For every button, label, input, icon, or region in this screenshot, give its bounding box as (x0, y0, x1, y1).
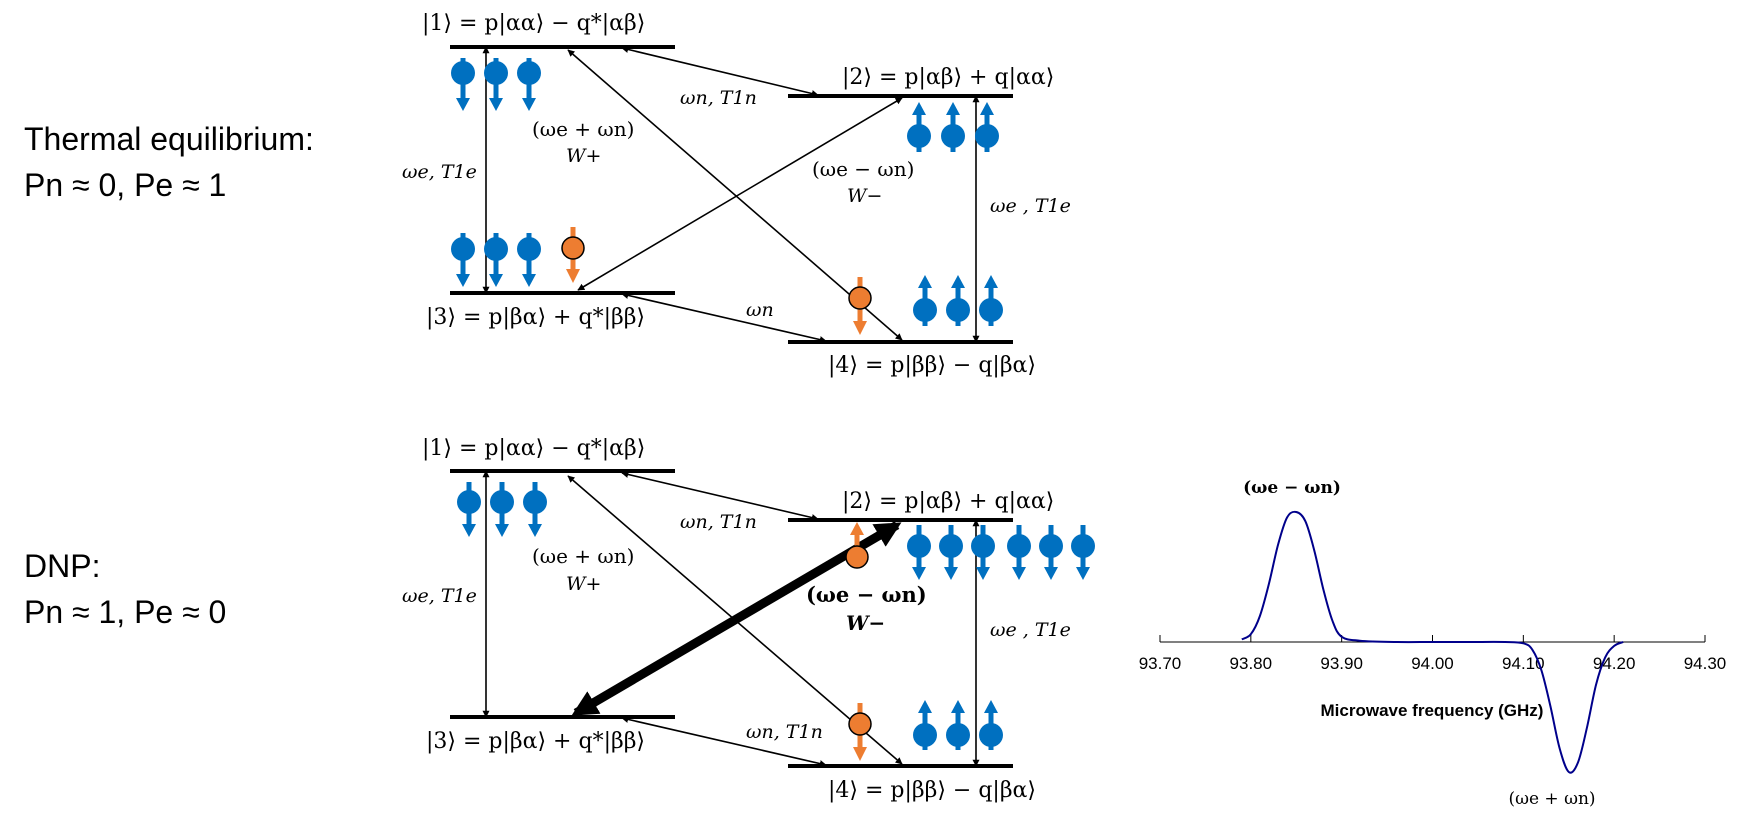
label-we-t1e-left: ωe, T1e (402, 161, 477, 183)
x-tick-label-0: 93.70 (1139, 654, 1182, 673)
panel-thermal-equilibrium: Thermal equilibrium: Pn ≈ 0, Pe ≈ 1 |1⟩ … (24, 11, 1071, 378)
panel-dnp: DNP: Pn ≈ 1, Pe ≈ 0 |1⟩ = p|αα⟩ − q*|αβ⟩… (24, 436, 1095, 803)
label-wn: ωn (746, 299, 774, 321)
label-difference-frequency: (ωe − ωn) (806, 582, 927, 607)
spins-level-1 (457, 482, 547, 537)
electron-spin-down-icon (1007, 525, 1031, 580)
label-wn-t1n-top: ωn, T1n (680, 511, 757, 533)
spins-level-2 (845, 522, 1095, 580)
x-tick-label-2: 93.90 (1320, 654, 1363, 673)
electron-spin-down-icon (451, 58, 475, 111)
electron-spin-up-icon (907, 102, 931, 152)
heading-dnp: DNP: (24, 548, 100, 584)
nuclear-spin-up-icon (845, 522, 869, 569)
spins-level-4 (848, 275, 1003, 335)
state-3-label: |3⟩ = p|βα⟩ + q*|ββ⟩ (426, 729, 645, 754)
state-2-label: |2⟩ = p|αβ⟩ + q|αα⟩ (842, 65, 1054, 90)
state-2-label: |2⟩ = p|αβ⟩ + q|αα⟩ (842, 489, 1054, 514)
electron-spin-down-icon (457, 482, 481, 537)
heading-dnp-polarization: Pn ≈ 1, Pe ≈ 0 (24, 594, 226, 630)
electron-spin-up-icon (913, 700, 937, 750)
state-1-label: |1⟩ = p|αα⟩ − q*|αβ⟩ (422, 436, 645, 461)
transition-3-4 (621, 292, 827, 343)
x-tick-label-1: 93.80 (1230, 654, 1273, 673)
label-w-minus: W− (846, 611, 885, 635)
electron-spin-up-icon (975, 102, 999, 152)
x-axis-label: Microwave frequency (GHz) (1321, 701, 1544, 720)
x-tick-label-6: 94.30 (1684, 654, 1727, 673)
spins-level-4 (848, 700, 1003, 761)
label-we-t1e-right: ωe , T1e (990, 619, 1071, 641)
electron-spin-down-icon (451, 233, 475, 287)
annotation-sum-peak: (ωe + ωn) (1508, 789, 1595, 809)
electron-spin-down-icon (1039, 525, 1063, 580)
x-tick-label-4: 94.10 (1502, 654, 1545, 673)
electron-spin-up-icon (979, 700, 1003, 750)
nuclear-spin-down-icon (848, 277, 872, 335)
label-we-t1e-right: ωe , T1e (990, 195, 1071, 217)
electron-spin-down-icon (490, 482, 514, 537)
electron-spin-down-icon (523, 482, 547, 537)
label-wn-t1n-bottom: ωn, T1n (746, 721, 823, 743)
annotation-difference-peak: (ωe − ωn) (1243, 478, 1341, 498)
electron-spin-down-icon (484, 233, 508, 287)
transition-3-2 (577, 97, 903, 291)
x-tick-label-3: 94.00 (1411, 654, 1454, 673)
driven-transition-3-2 (571, 521, 902, 717)
electron-spin-down-icon (907, 525, 931, 580)
state-4-label: |4⟩ = p|ββ⟩ − q|βα⟩ (828, 778, 1036, 803)
nuclear-spin-down-icon (561, 227, 585, 283)
state-4-label: |4⟩ = p|ββ⟩ − q|βα⟩ (828, 353, 1036, 378)
label-wn-t1n: ωn, T1n (680, 87, 757, 109)
label-difference-frequency: (ωe − ωn) (812, 157, 914, 181)
electron-spin-up-icon (946, 275, 970, 326)
state-1-label: |1⟩ = p|αα⟩ − q*|αβ⟩ (422, 11, 645, 36)
electron-spin-up-icon (913, 275, 937, 326)
electron-spin-down-icon (517, 233, 541, 287)
spectrum-curve (1241, 510, 1624, 774)
heading-thermal-polarization: Pn ≈ 0, Pe ≈ 1 (24, 167, 226, 203)
electron-spin-down-icon (939, 525, 963, 580)
label-w-plus: W+ (566, 573, 601, 595)
electron-spin-down-icon (971, 525, 995, 580)
electron-spin-down-icon (1071, 525, 1095, 580)
electron-spin-up-icon (979, 275, 1003, 326)
electron-spin-up-icon (946, 700, 970, 750)
label-w-plus: W+ (566, 145, 601, 167)
state-3-label: |3⟩ = p|βα⟩ + q*|ββ⟩ (426, 305, 645, 330)
heading-thermal: Thermal equilibrium: (24, 121, 314, 157)
spins-level-1 (451, 58, 541, 111)
nuclear-spin-down-icon (848, 703, 872, 761)
electron-spin-up-icon (941, 102, 965, 152)
label-we-t1e-left: ωe, T1e (402, 585, 477, 607)
electron-spin-down-icon (484, 58, 508, 111)
label-w-minus: W− (847, 185, 882, 207)
spins-level-3 (451, 227, 585, 287)
spins-level-2 (907, 102, 999, 152)
label-sum-frequency: (ωe + ωn) (532, 117, 634, 141)
label-sum-frequency: (ωe + ωn) (532, 544, 634, 568)
electron-spin-down-icon (517, 58, 541, 111)
